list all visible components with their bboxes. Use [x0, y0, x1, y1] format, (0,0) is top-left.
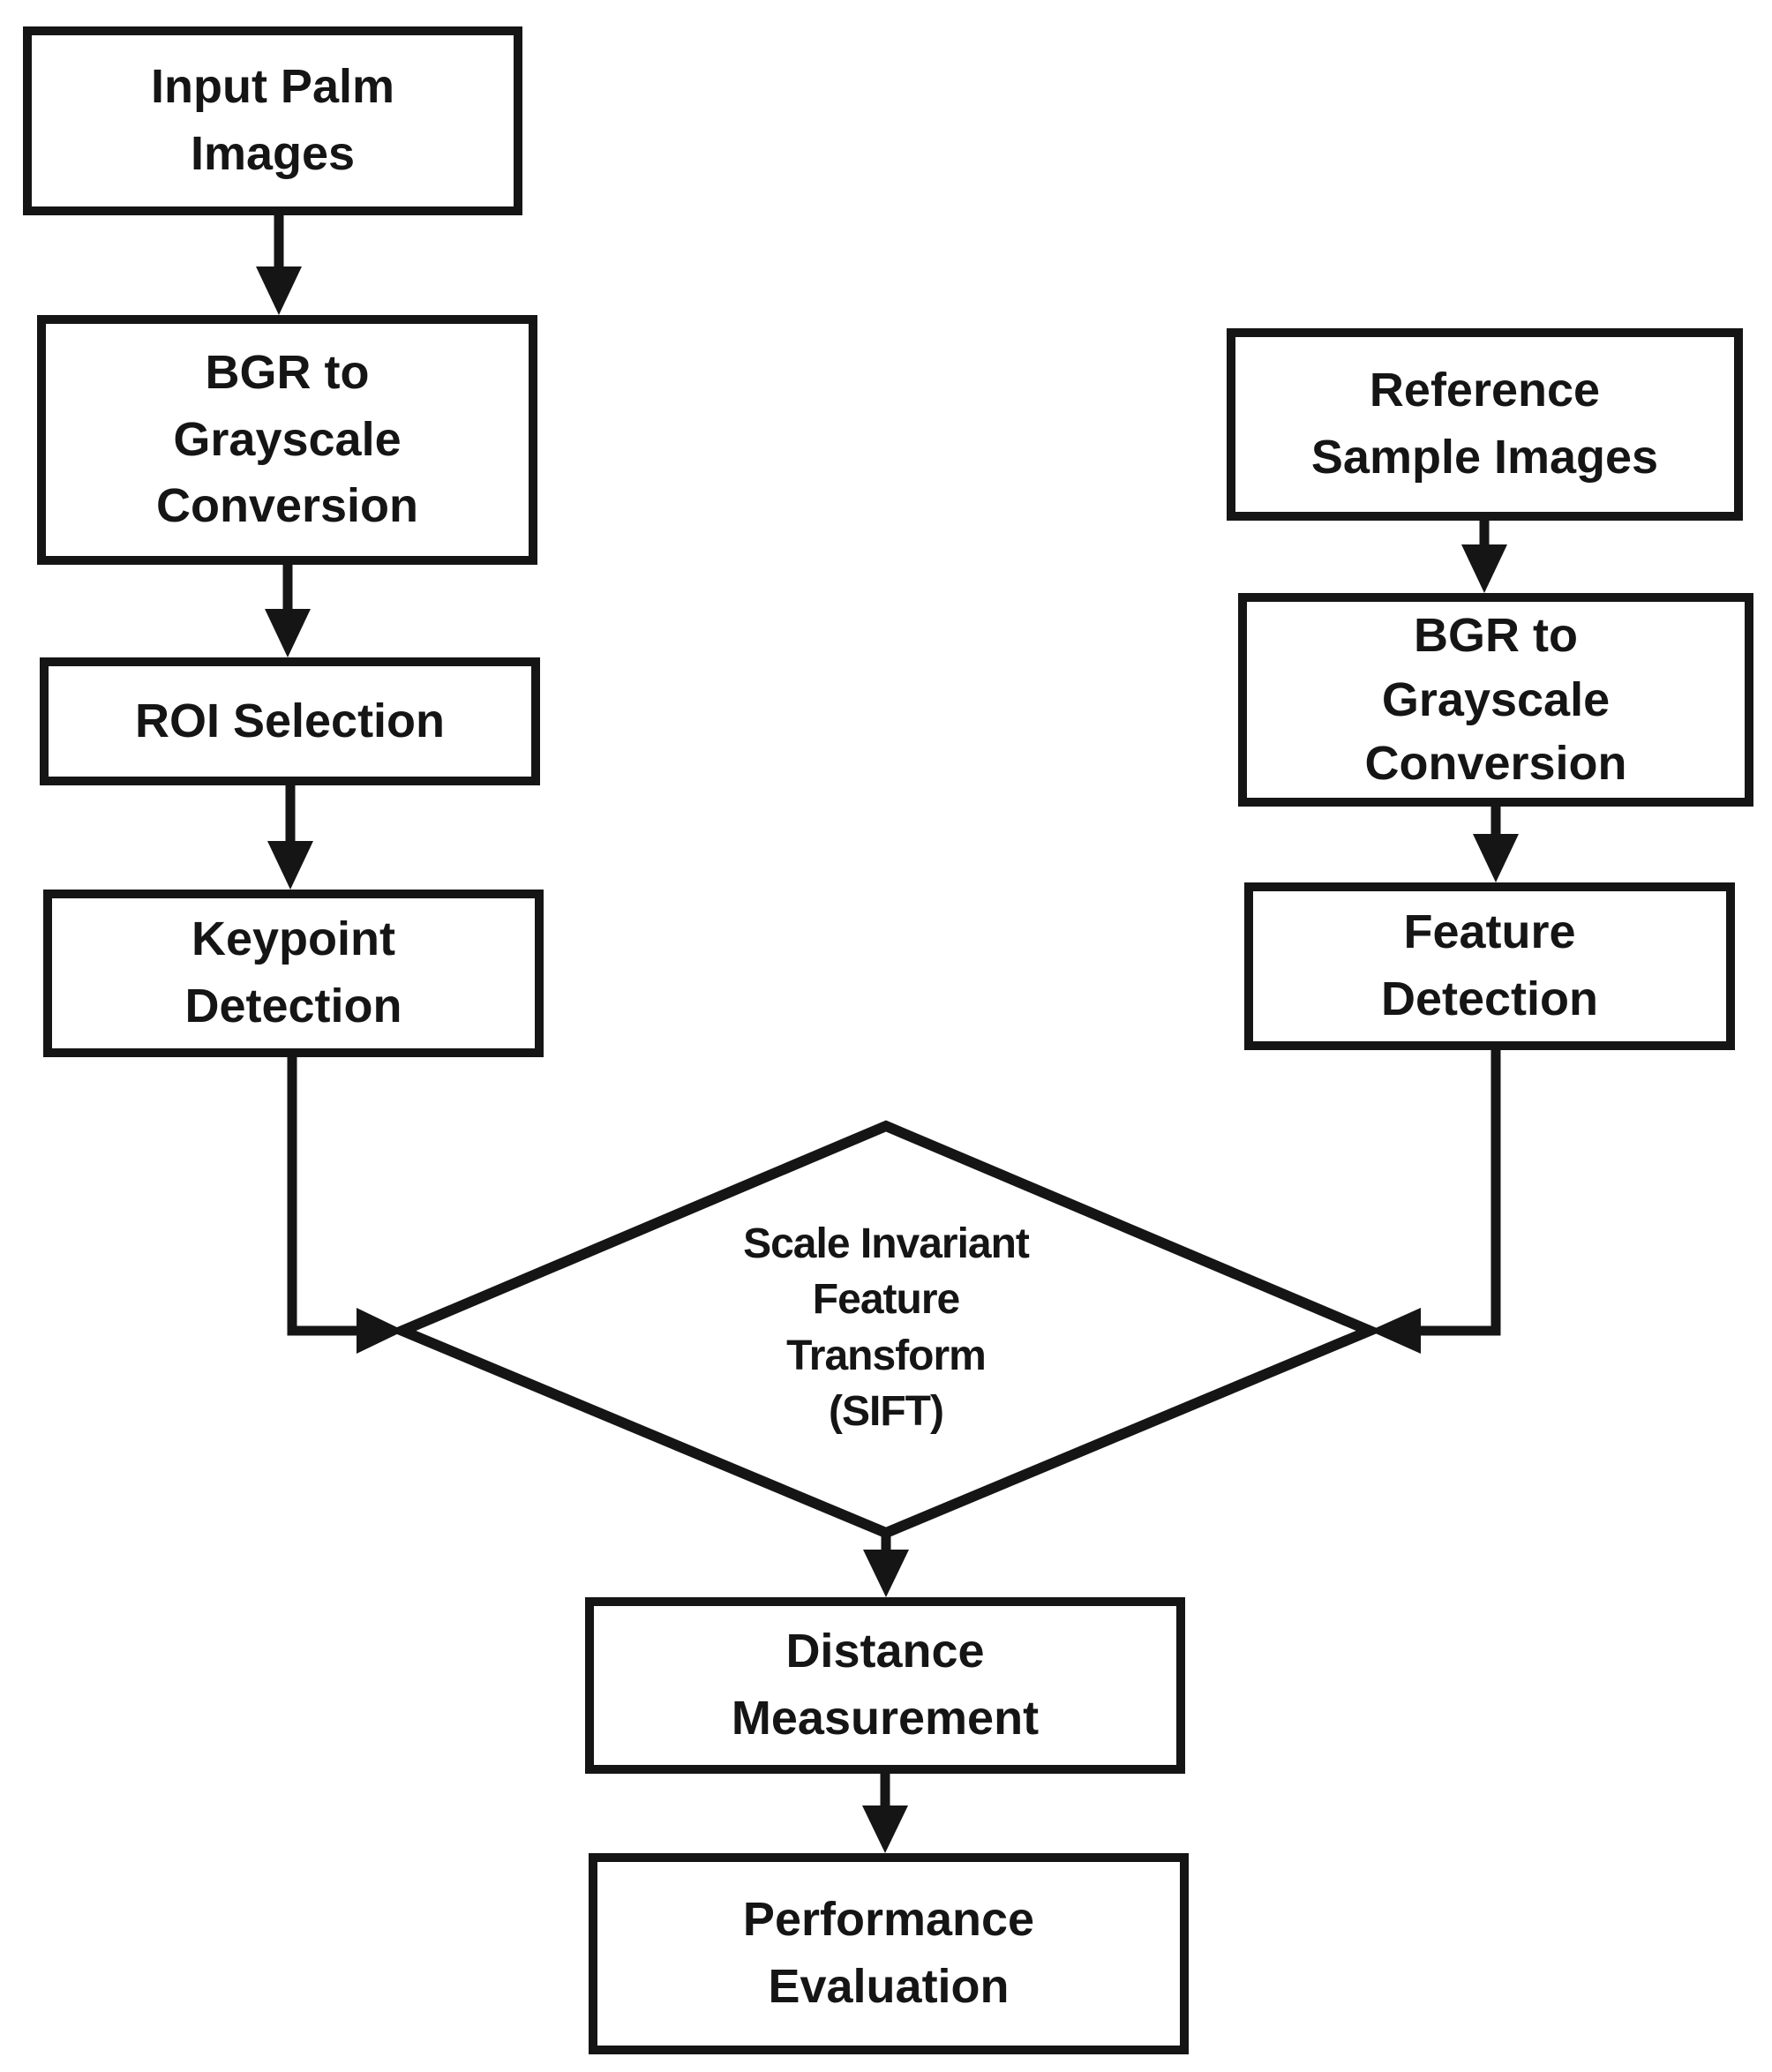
arrow-keypoint-to-sift	[287, 1057, 404, 1354]
arrowhead-down-icon	[863, 1550, 909, 1597]
arrowhead-down-icon	[1473, 834, 1519, 882]
arrow-feature-to-sift	[1370, 1050, 1501, 1354]
arrowhead-down-icon	[267, 841, 313, 890]
arrowhead-down-icon	[265, 609, 311, 657]
node-input-palm-images: Input Palm Images	[23, 26, 522, 215]
arrow-sift-to-distance	[863, 1533, 909, 1597]
arrowhead-left-icon	[1370, 1308, 1421, 1354]
arrowhead-down-icon	[862, 1805, 908, 1853]
arrow-bgr-left-to-roi	[265, 565, 311, 657]
arrow-reference-to-bgr-right	[1461, 521, 1507, 593]
node-keypoint-detection: Keypoint Detection	[43, 890, 544, 1057]
node-bgr-grayscale-conversion-left: BGR to Grayscale Conversion	[37, 315, 537, 565]
arrow-input-to-bgr-left	[256, 215, 302, 315]
arrowhead-right-icon	[357, 1308, 404, 1354]
arrow-bgr-right-to-feature	[1473, 807, 1519, 882]
node-distance-measurement: Distance Measurement	[585, 1597, 1185, 1774]
arrow-roi-to-keypoint	[267, 785, 313, 890]
node-roi-selection: ROI Selection	[40, 657, 540, 785]
node-feature-detection: Feature Detection	[1244, 882, 1735, 1050]
node-performance-evaluation: Performance Evaluation	[589, 1853, 1189, 2054]
node-sift-label: Scale Invariant Feature Transform (SIFT)	[743, 1220, 1030, 1436]
node-bgr-grayscale-conversion-right: BGR to Grayscale Conversion	[1238, 593, 1753, 807]
node-reference-sample-images: Reference Sample Images	[1227, 328, 1743, 521]
arrowhead-down-icon	[256, 267, 302, 315]
arrowhead-down-icon	[1461, 544, 1507, 593]
arrow-distance-to-performance	[862, 1774, 908, 1853]
